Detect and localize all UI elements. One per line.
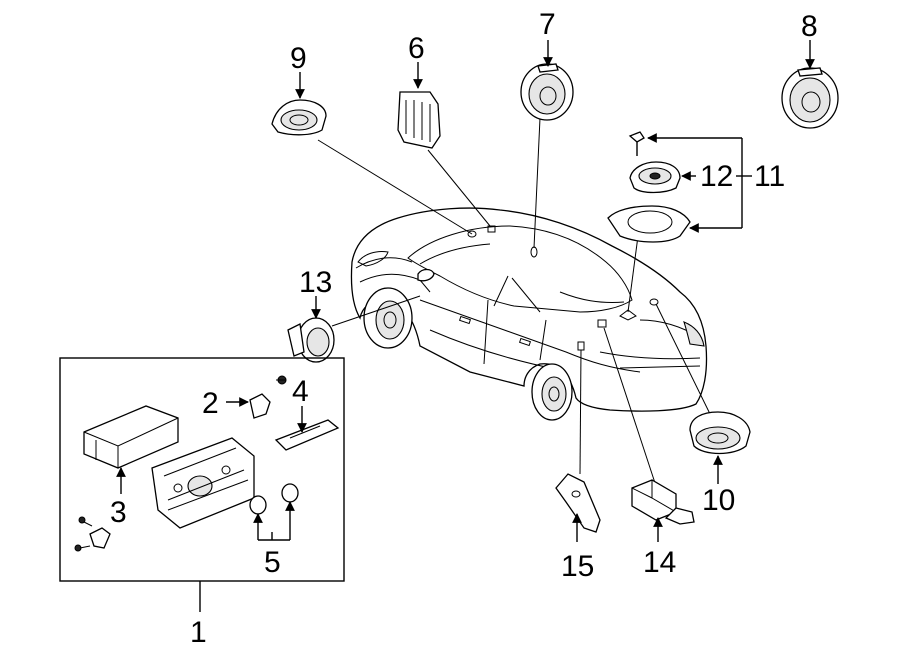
part-3-radio-receiver[interactable] [83,405,179,469]
part-6-amplifier-bracket[interactable] [397,91,441,149]
part-15-bracket[interactable] [555,473,601,533]
callout-14[interactable]: 14 [643,546,676,579]
part-11-rear-speaker-kit[interactable] [607,131,691,243]
callout-1[interactable]: 1 [190,616,207,649]
part-10-rear-deck-speaker[interactable] [689,411,751,455]
callout-15[interactable]: 15 [561,550,594,583]
part-1-control-panel[interactable] [151,437,255,529]
front-wheel [363,287,413,349]
callout-6[interactable]: 6 [408,32,425,65]
vehicle-sedan [350,207,708,421]
callout-arrows [116,40,815,542]
callout-8[interactable]: 8 [801,10,818,43]
radio-assembly-box [59,357,345,612]
callout-labels: 1 2 3 4 5 6 7 8 9 10 11 12 13 14 15 [110,8,818,649]
part-13-front-speaker[interactable] [287,317,335,363]
part-9-tweeter-speaker[interactable] [271,99,327,136]
callout-9[interactable]: 9 [290,42,307,75]
callout-7[interactable]: 7 [539,8,556,41]
part-7-door-speaker[interactable] [520,63,574,121]
part-3-screws[interactable] [74,516,111,552]
part-12-rear-speaker[interactable] [629,161,681,194]
callout-12[interactable]: 12 [700,160,733,193]
callout-2[interactable]: 2 [202,387,219,420]
callout-13[interactable]: 13 [299,266,332,299]
callout-3[interactable]: 3 [110,496,127,529]
part-4-switch-panel[interactable] [274,419,340,451]
callout-5[interactable]: 5 [264,546,281,579]
callout-11[interactable]: 11 [754,160,785,193]
part-5-knobs[interactable] [249,483,299,515]
callout-10[interactable]: 10 [702,484,735,517]
callout-11-bracket [647,133,752,233]
rear-wheel [531,363,573,421]
part-2-bracket[interactable] [249,375,287,419]
callout-4[interactable]: 4 [292,375,309,408]
part-8-door-speaker[interactable] [781,67,839,129]
part-14-module[interactable] [631,479,695,525]
leader-lines [317,117,713,487]
